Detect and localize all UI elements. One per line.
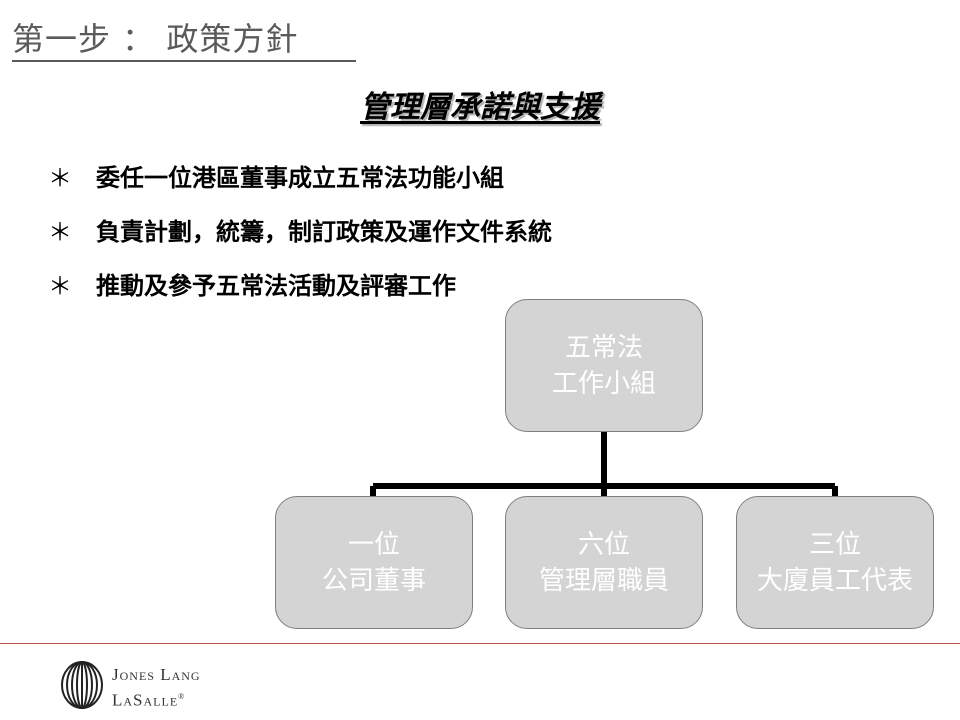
- bullet-asterisk-icon: ＊: [48, 163, 72, 192]
- org-node-staff: 三位 大廈員工代表: [736, 496, 934, 629]
- node-line: 公司董事: [321, 565, 426, 596]
- footer-divider: [0, 643, 960, 644]
- registered-mark: ®: [178, 692, 186, 701]
- node-line: 大廈員工代表: [756, 565, 913, 596]
- node-line: 五常法: [564, 332, 643, 363]
- node-line: 六位: [577, 529, 630, 560]
- company-logo-text: Jones Lang LaSalle®: [112, 664, 201, 712]
- node-line: 工作小組: [551, 368, 656, 399]
- node-line: 三位: [808, 529, 861, 560]
- org-node-root: 五常法 工作小組: [505, 299, 703, 432]
- bullet-list: ＊ 委任一位港區董事成立五常法功能小組 ＊ 負責計劃，統籌，制訂政策及運作文件系…: [48, 148, 552, 310]
- bullet-item: ＊ 推動及參予五常法活動及評審工作: [48, 256, 552, 310]
- slide-subtitle: 管理層承諾與支援: [360, 90, 600, 125]
- logo-line-2: LaSalle: [112, 690, 179, 710]
- bullet-text: 推動及參予五常法活動及評審工作: [96, 271, 456, 300]
- logo-line-1: Jones Lang: [112, 665, 201, 684]
- bullet-text: 負責計劃，統籌，制訂政策及運作文件系統: [96, 217, 552, 246]
- node-line: 管理層職員: [538, 565, 669, 596]
- org-node-directors: 一位 公司董事: [275, 496, 473, 629]
- jll-logo-icon: [61, 661, 103, 709]
- node-line: 一位: [347, 529, 400, 560]
- bullet-asterisk-icon: ＊: [48, 217, 72, 246]
- slide-title: 第一步 ： 政策方針: [12, 20, 299, 58]
- bullet-asterisk-icon: ＊: [48, 271, 72, 300]
- bullet-item: ＊ 負責計劃，統籌，制訂政策及運作文件系統: [48, 202, 552, 256]
- title-underline: [12, 60, 356, 62]
- bullet-item: ＊ 委任一位港區董事成立五常法功能小組: [48, 148, 552, 202]
- org-node-management: 六位 管理層職員: [505, 496, 703, 629]
- bullet-text: 委任一位港區董事成立五常法功能小組: [96, 163, 504, 192]
